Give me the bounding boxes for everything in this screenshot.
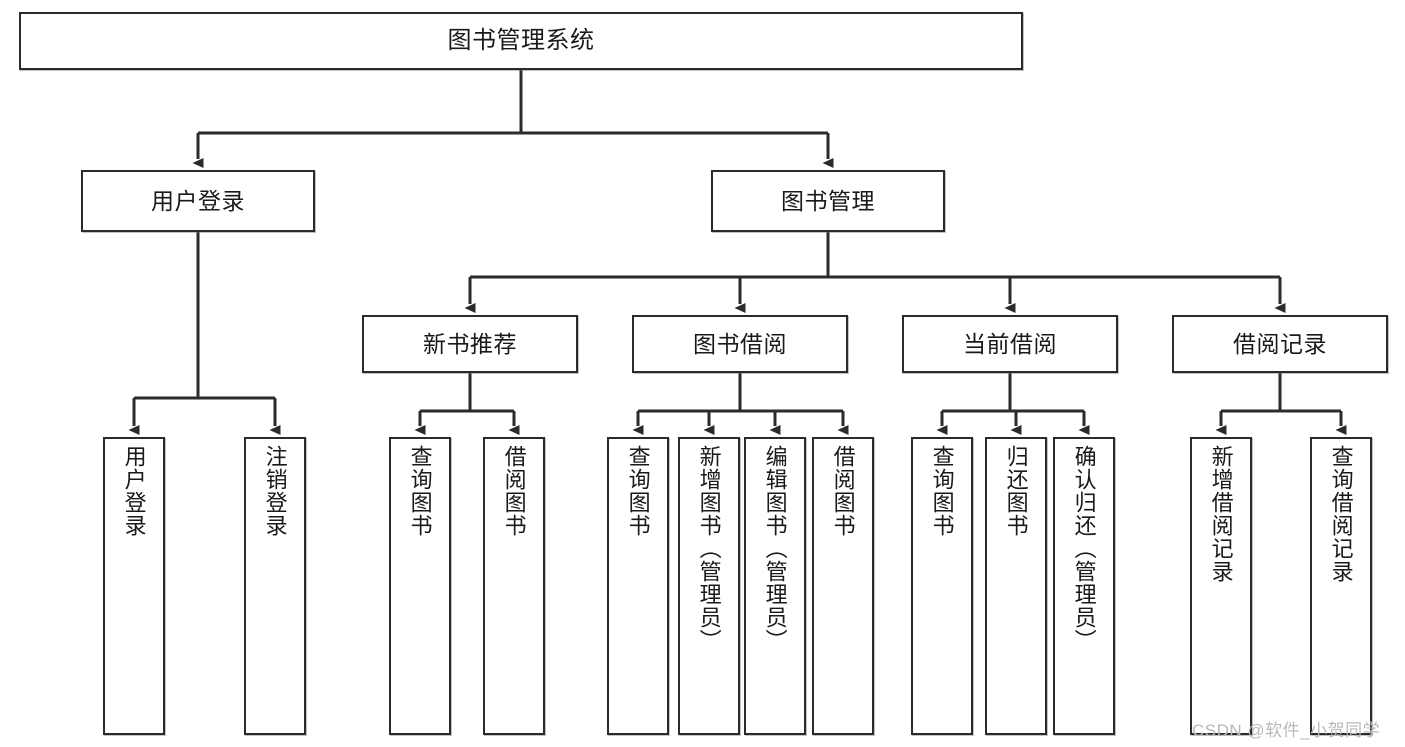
node-book-borrow[interactable]: 图书借阅 <box>632 315 848 373</box>
node-leaf-query-book-1-label: 查询图书 <box>407 445 433 537</box>
node-current-borrow[interactable]: 当前借阅 <box>902 315 1118 373</box>
node-leaf-confirm-return-label: 确认归还（管理员） <box>1071 445 1097 652</box>
node-user-login[interactable]: 用户登录 <box>81 170 315 232</box>
node-book-manage-label: 图书管理 <box>781 187 875 214</box>
node-book-borrow-label: 图书借阅 <box>693 330 787 357</box>
node-leaf-logout[interactable]: 注销登录 <box>244 437 306 735</box>
node-user-login-label: 用户登录 <box>151 187 245 214</box>
node-borrow-record-label: 借阅记录 <box>1233 330 1327 357</box>
node-leaf-confirm-return[interactable]: 确认归还（管理员） <box>1053 437 1115 735</box>
node-leaf-query-record-label: 查询借阅记录 <box>1328 445 1354 583</box>
node-leaf-add-book[interactable]: 新增图书（管理员） <box>678 437 740 735</box>
node-leaf-user-login-label: 用户登录 <box>121 445 147 537</box>
node-book-manage[interactable]: 图书管理 <box>711 170 945 232</box>
node-leaf-add-record-label: 新增借阅记录 <box>1208 445 1234 583</box>
node-leaf-query-book-1[interactable]: 查询图书 <box>389 437 451 735</box>
node-root-label: 图书管理系统 <box>447 27 595 55</box>
watermark: CSDN @软件_小贺同学 <box>1192 721 1381 740</box>
node-leaf-logout-label: 注销登录 <box>262 445 288 537</box>
node-leaf-query-book-3[interactable]: 查询图书 <box>911 437 973 735</box>
node-leaf-edit-book-label: 编辑图书（管理员） <box>762 445 788 652</box>
node-leaf-query-book-2-label: 查询图书 <box>625 445 651 537</box>
node-leaf-borrow-book-2[interactable]: 借阅图书 <box>812 437 874 735</box>
node-leaf-query-book-2[interactable]: 查询图书 <box>607 437 669 735</box>
node-leaf-borrow-book-1[interactable]: 借阅图书 <box>483 437 545 735</box>
node-leaf-edit-book[interactable]: 编辑图书（管理员） <box>744 437 806 735</box>
node-leaf-add-book-label: 新增图书（管理员） <box>696 445 722 652</box>
node-new-book-recommend[interactable]: 新书推荐 <box>362 315 578 373</box>
node-leaf-query-record[interactable]: 查询借阅记录 <box>1310 437 1372 735</box>
node-leaf-borrow-book-2-label: 借阅图书 <box>830 445 856 537</box>
node-leaf-return-book[interactable]: 归还图书 <box>985 437 1047 735</box>
node-current-borrow-label: 当前借阅 <box>963 330 1057 357</box>
node-leaf-user-login[interactable]: 用户登录 <box>103 437 165 735</box>
node-new-book-recommend-label: 新书推荐 <box>423 330 517 357</box>
node-borrow-record[interactable]: 借阅记录 <box>1172 315 1388 373</box>
node-leaf-add-record[interactable]: 新增借阅记录 <box>1190 437 1252 735</box>
node-leaf-query-book-3-label: 查询图书 <box>929 445 955 537</box>
node-leaf-return-book-label: 归还图书 <box>1003 445 1029 537</box>
node-root[interactable]: 图书管理系统 <box>19 12 1023 70</box>
node-leaf-borrow-book-1-label: 借阅图书 <box>501 445 527 537</box>
